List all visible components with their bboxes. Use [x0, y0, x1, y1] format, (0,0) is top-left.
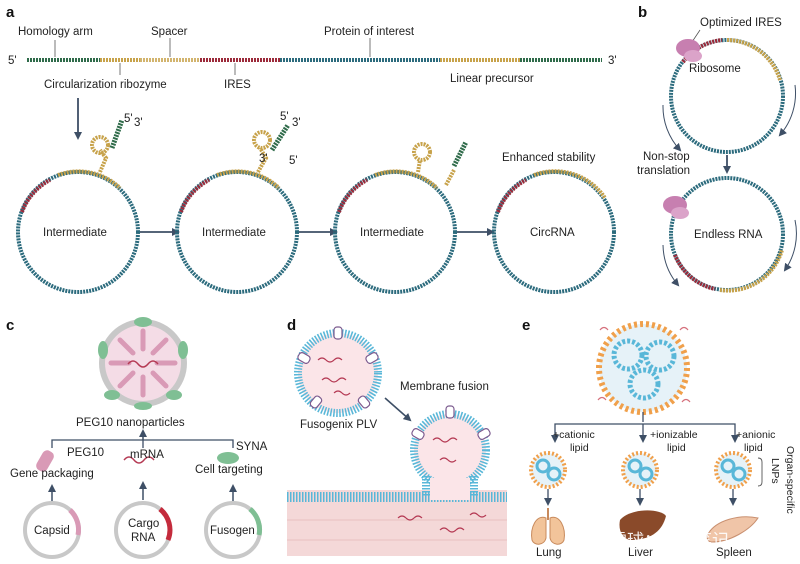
- panel-e: e +cationic lipid +ionizable lipid +anio…: [522, 317, 796, 559]
- panel-e-letter: e: [522, 317, 530, 334]
- five-prime-label: 5': [8, 55, 17, 67]
- non-stop-label: Non-stop: [643, 151, 690, 163]
- protein-of-interest-label: Protein of interest: [324, 26, 415, 38]
- c2-five-prime-bottom: 5': [289, 155, 298, 167]
- c2-three-prime-bottom: 3': [259, 153, 268, 165]
- intermediate-label-2: Intermediate: [202, 227, 266, 239]
- panel-d: d Fusogenix PLV Membrane fusion: [287, 317, 507, 556]
- circularization-ribozyme-label: Circularization ribozyme: [44, 79, 167, 91]
- ionizable-label: +ionizable: [650, 429, 698, 441]
- endless-rna-label: Endless RNA: [694, 229, 763, 241]
- anionic-label: +anionic: [736, 429, 775, 441]
- c2-five-prime-top: 5': [280, 111, 289, 123]
- watermark-logo-icon: [584, 529, 606, 551]
- liver-label: Liver: [628, 547, 653, 559]
- cationic-lipid-label: lipid: [570, 442, 589, 454]
- lnps-label: LNPs: [769, 458, 781, 484]
- cargo-rna-plasmid: [114, 501, 173, 559]
- circrna-label: CircRNA: [530, 227, 575, 239]
- intermediate-circle-1: 5' 3': [16, 113, 143, 294]
- panel-b-letter: b: [638, 4, 647, 21]
- cargo-label: Cargo: [128, 518, 159, 530]
- panel-c: c PEG10 nanoparticles: [6, 317, 268, 559]
- ribosome-label: Ribosome: [689, 63, 741, 75]
- peg10-nanoparticles-label: PEG10 nanoparticles: [76, 417, 185, 429]
- lnp-small-liver: [621, 451, 659, 489]
- spleen-icon: [706, 516, 759, 543]
- panel-d-letter: d: [287, 317, 296, 334]
- three-prime-label: 3': [608, 55, 617, 67]
- c1-five-prime: 5': [124, 113, 133, 125]
- translation-label: translation: [637, 165, 690, 177]
- lnp-small-spleen: [714, 451, 752, 489]
- lung-icon: [531, 508, 565, 545]
- fusogen-label: Fusogen: [210, 525, 255, 537]
- organ-specific-label: Organ-specific: [784, 446, 796, 514]
- capsid-plasmid: [23, 501, 81, 559]
- ionizable-lipid-label: lipid: [667, 442, 686, 454]
- ribosome-icon: [676, 39, 702, 62]
- gene-packaging-label: Gene packaging: [10, 468, 94, 480]
- optimized-ires-label: Optimized IRES: [700, 17, 782, 29]
- anionic-lipid-label: lipid: [744, 442, 763, 454]
- capsid-label: Capsid: [34, 525, 70, 537]
- bottom-circular-rna: [669, 176, 785, 293]
- lung-label: Lung: [536, 547, 562, 559]
- enhanced-stability-label: Enhanced stability: [502, 152, 596, 164]
- circrna-circle: [492, 169, 616, 294]
- rna-label: RNA: [131, 532, 156, 544]
- linear-precursor-label: Linear precursor: [450, 73, 534, 85]
- peg10-label: PEG10: [67, 447, 104, 459]
- mrna-label: mRNA: [130, 449, 164, 461]
- spacer-label: Spacer: [151, 26, 188, 38]
- fusogenix-plv-label: Fusogenix PLV: [300, 419, 377, 431]
- cell-membrane-tissue: [287, 490, 507, 556]
- c2-three-prime-top: 3': [292, 117, 301, 129]
- lnp-nanoparticle: [596, 321, 691, 415]
- panel-a-letter: a: [6, 4, 15, 21]
- c1-three-prime: 3': [134, 117, 143, 129]
- peg10-nanoparticle: [98, 317, 188, 410]
- watermark-text: 雪球：医药笔记: [610, 531, 729, 551]
- panel-a: a Homology arm Spacer Protein of interes…: [6, 4, 617, 294]
- intermediate-circle-2: 5' 3' 3' 5': [175, 111, 301, 294]
- spleen-label: Spleen: [716, 547, 752, 559]
- fusogenix-plv-vesicle: [294, 326, 382, 417]
- syna-label: SYNA: [236, 441, 268, 453]
- panel-b: b Optimized IRES Ribosome Non-stop trans…: [637, 4, 797, 293]
- ires-label: IRES: [224, 79, 251, 91]
- intermediate-label-3: Intermediate: [360, 227, 424, 239]
- liver-icon: [619, 510, 666, 540]
- cell-targeting-label: Cell targeting: [195, 464, 263, 476]
- intermediate-circle-3: [333, 140, 469, 294]
- fusing-vesicle: [397, 405, 491, 533]
- fusogen-plasmid: [204, 501, 263, 559]
- ribosome-icon-bottom: [663, 196, 689, 219]
- lnp-small-lung: [529, 451, 567, 489]
- panel-c-letter: c: [6, 317, 14, 334]
- cationic-label: +cationic: [553, 429, 595, 441]
- watermark: 雪球：医药笔记: [584, 529, 729, 551]
- homology-arm-label: Homology arm: [18, 26, 93, 38]
- membrane-fusion-label: Membrane fusion: [400, 381, 489, 393]
- intermediate-label-1: Intermediate: [43, 227, 107, 239]
